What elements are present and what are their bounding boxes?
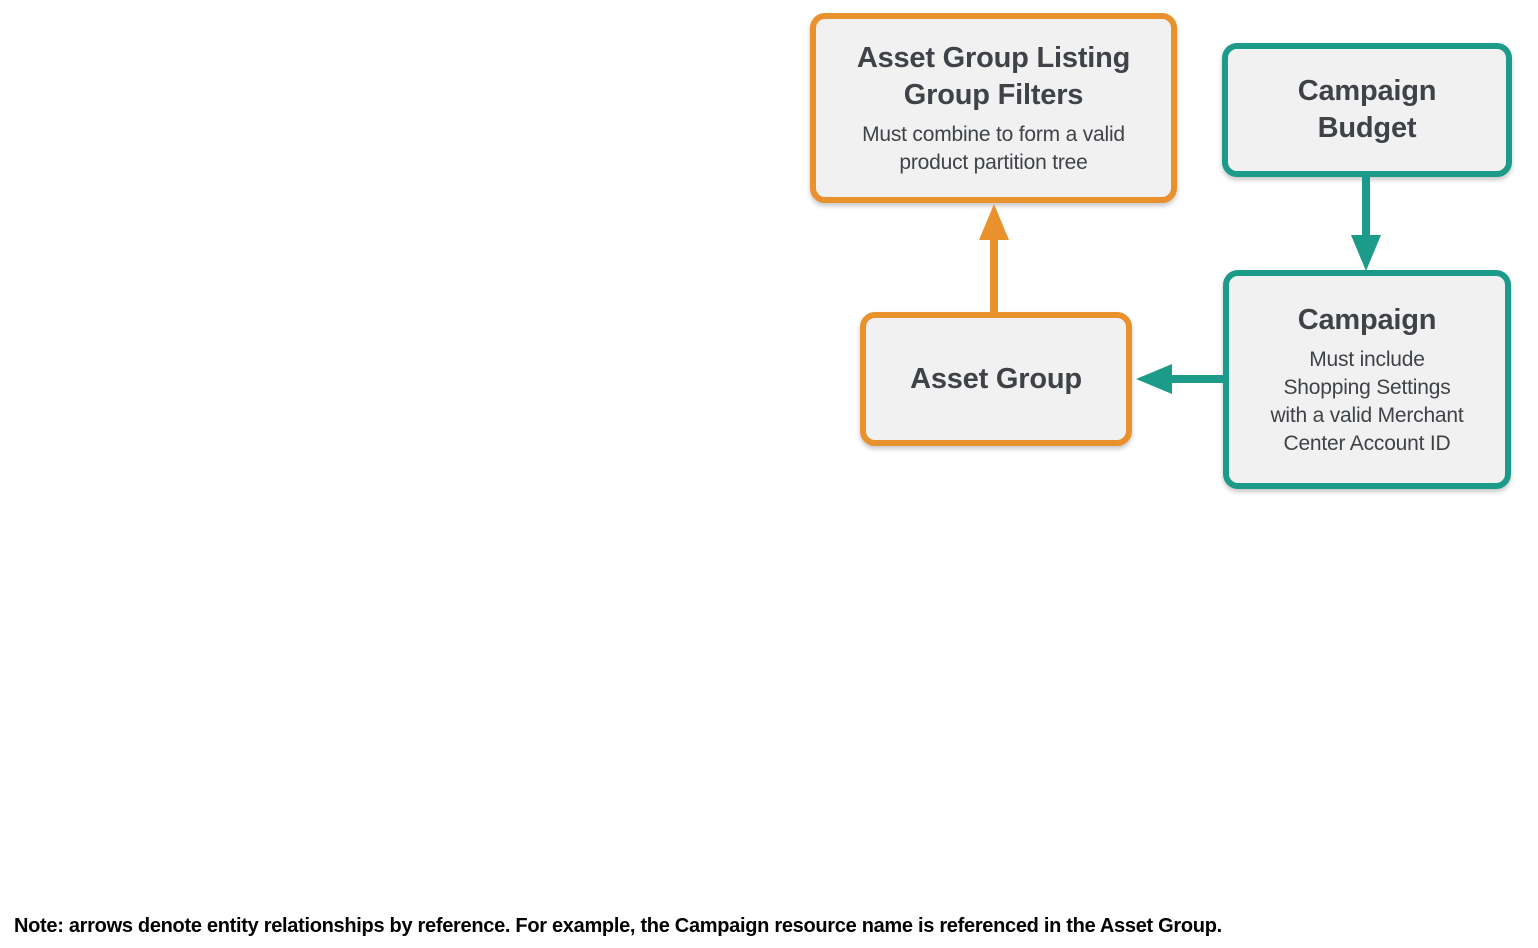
node-title: Campaign Budget: [1297, 75, 1437, 144]
node-campaign: Campaign Must include Shopping Settings …: [1223, 270, 1511, 489]
arrow-up-icon: [979, 204, 1009, 240]
arrow-down-icon: [1351, 235, 1381, 271]
node-subtitle: Must include Shopping Settings with a va…: [1270, 347, 1464, 455]
arrow-campaign-to-asset-group-shaft: [1168, 375, 1225, 383]
diagram-note: Note: arrows denote entity relationships…: [14, 915, 1222, 937]
arrow-left-icon: [1136, 364, 1172, 394]
node-title: Asset Group: [910, 362, 1082, 395]
arrow-asset-group-to-listing-filters-shaft: [990, 238, 998, 315]
arrow-campaign-budget-to-campaign-shaft: [1362, 175, 1370, 237]
node-title: Asset Group Listing Group Filters: [856, 41, 1131, 111]
node-asset-group-listing-group-filters: Asset Group Listing Group Filters Must c…: [810, 13, 1177, 203]
node-campaign-budget: Campaign Budget: [1222, 43, 1512, 177]
node-asset-group: Asset Group: [860, 312, 1132, 446]
node-title: Campaign: [1297, 303, 1437, 336]
node-subtitle: Must combine to form a valid product par…: [862, 122, 1125, 174]
